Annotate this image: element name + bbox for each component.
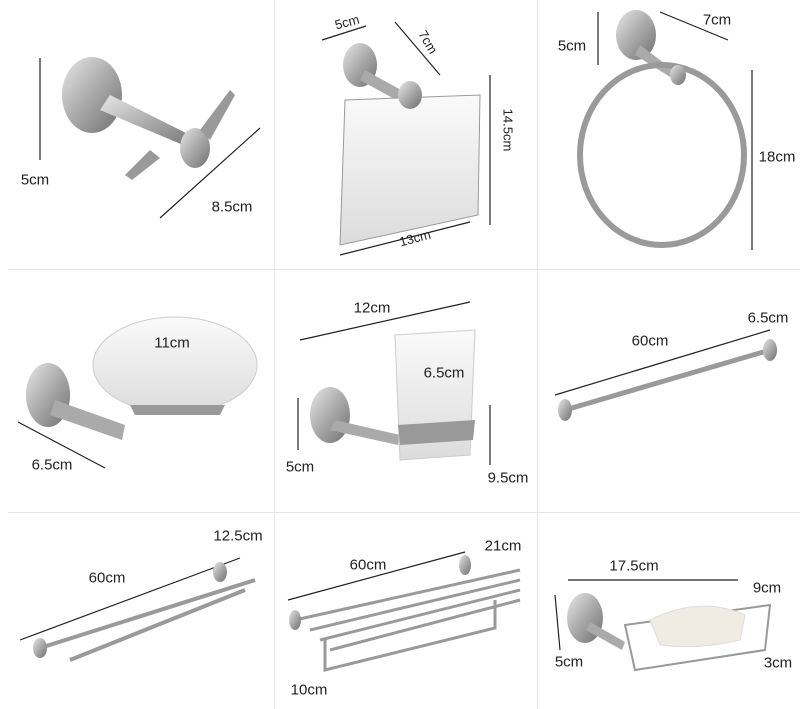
dimension-label: 14.5cm xyxy=(500,108,516,152)
dimension-label: 9.5cm xyxy=(487,469,529,487)
dimension-label: 5cm xyxy=(554,653,584,671)
towel-shelf-illustration xyxy=(289,555,521,672)
grid-divider xyxy=(537,0,538,709)
dimension-label: 7cm xyxy=(702,11,732,29)
dimension-label: 12.5cm xyxy=(213,527,263,545)
dimension-label: 6.5cm xyxy=(747,309,789,327)
robe-hook-illustration xyxy=(62,57,235,180)
single-towel-bar-illustration xyxy=(558,339,777,421)
dimension-label: 3cm xyxy=(763,654,793,672)
dimension-label: 6.5cm xyxy=(423,364,465,382)
grid-divider xyxy=(8,269,800,270)
soap-dish-illustration xyxy=(26,316,258,440)
dimension-label: 9cm xyxy=(752,579,782,597)
dimension-label: 11cm xyxy=(154,334,190,352)
towel-ring-illustration xyxy=(577,10,747,248)
dimension-label: 8.5cm xyxy=(211,198,253,216)
dimension-label: 10cm xyxy=(290,681,328,699)
dimension-label: 60cm xyxy=(631,332,669,350)
soap-basket-illustration xyxy=(567,593,772,672)
dimension-label: 18cm xyxy=(758,148,796,166)
double-towel-bar-illustration xyxy=(33,562,256,662)
tumbler-illustration xyxy=(310,329,476,461)
dimension-label: 5cm xyxy=(20,171,50,189)
dimension-label: 12cm xyxy=(353,299,391,317)
toilet-paper-holder-illustration xyxy=(339,43,481,246)
dimension-label: 17.5cm xyxy=(609,557,659,575)
dimension-label: 5cm xyxy=(557,37,587,55)
dimension-label: 6.5cm xyxy=(31,456,73,474)
dimension-label: 60cm xyxy=(349,556,387,574)
dimension-label: 21cm xyxy=(484,537,522,555)
grid-divider xyxy=(274,0,275,709)
dimension-label: 5cm xyxy=(285,458,315,476)
grid-divider xyxy=(8,512,800,513)
dimension-label: 60cm xyxy=(88,569,126,587)
